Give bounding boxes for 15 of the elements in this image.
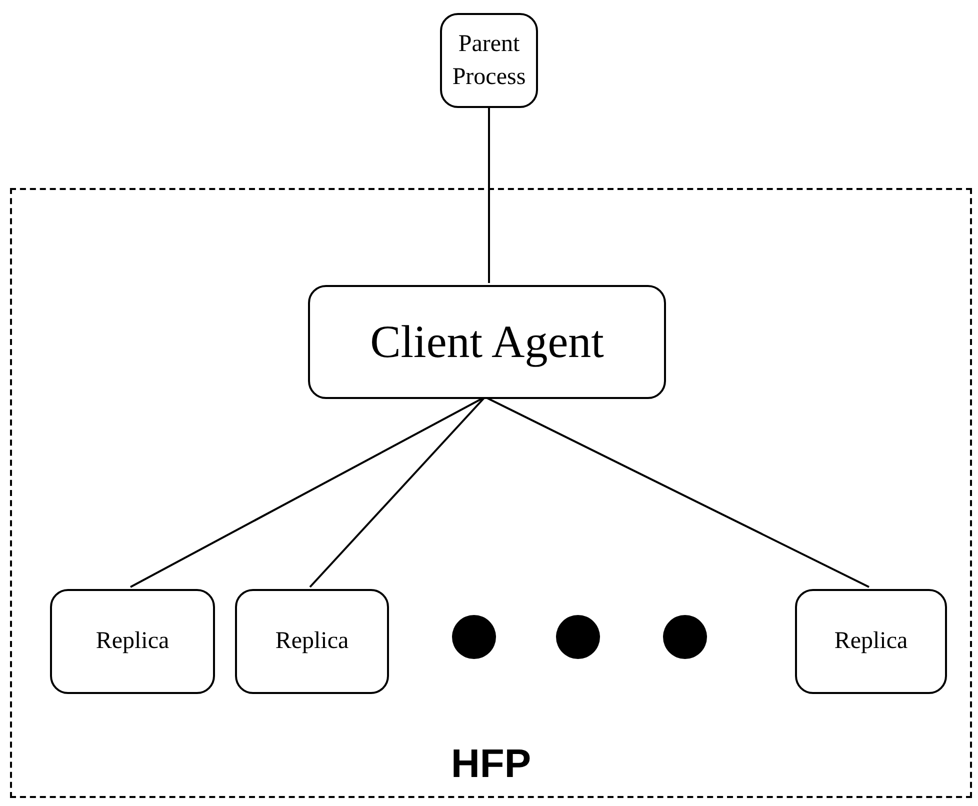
connector-line <box>488 108 490 283</box>
connector-line <box>309 396 486 588</box>
node-label: Replica <box>96 627 170 656</box>
process-box <box>50 589 215 694</box>
process-box <box>440 13 538 108</box>
dashed-region <box>10 188 972 798</box>
node-label: Replica <box>834 627 908 656</box>
process-box <box>235 589 389 694</box>
process-box <box>795 589 947 694</box>
process-box <box>308 285 666 399</box>
connector-line <box>484 396 870 588</box>
node-label: Replica <box>275 627 349 656</box>
node-label: Client Agent <box>370 315 604 370</box>
node-label: Parent Process <box>451 30 527 92</box>
region-label: HFP <box>451 744 531 784</box>
